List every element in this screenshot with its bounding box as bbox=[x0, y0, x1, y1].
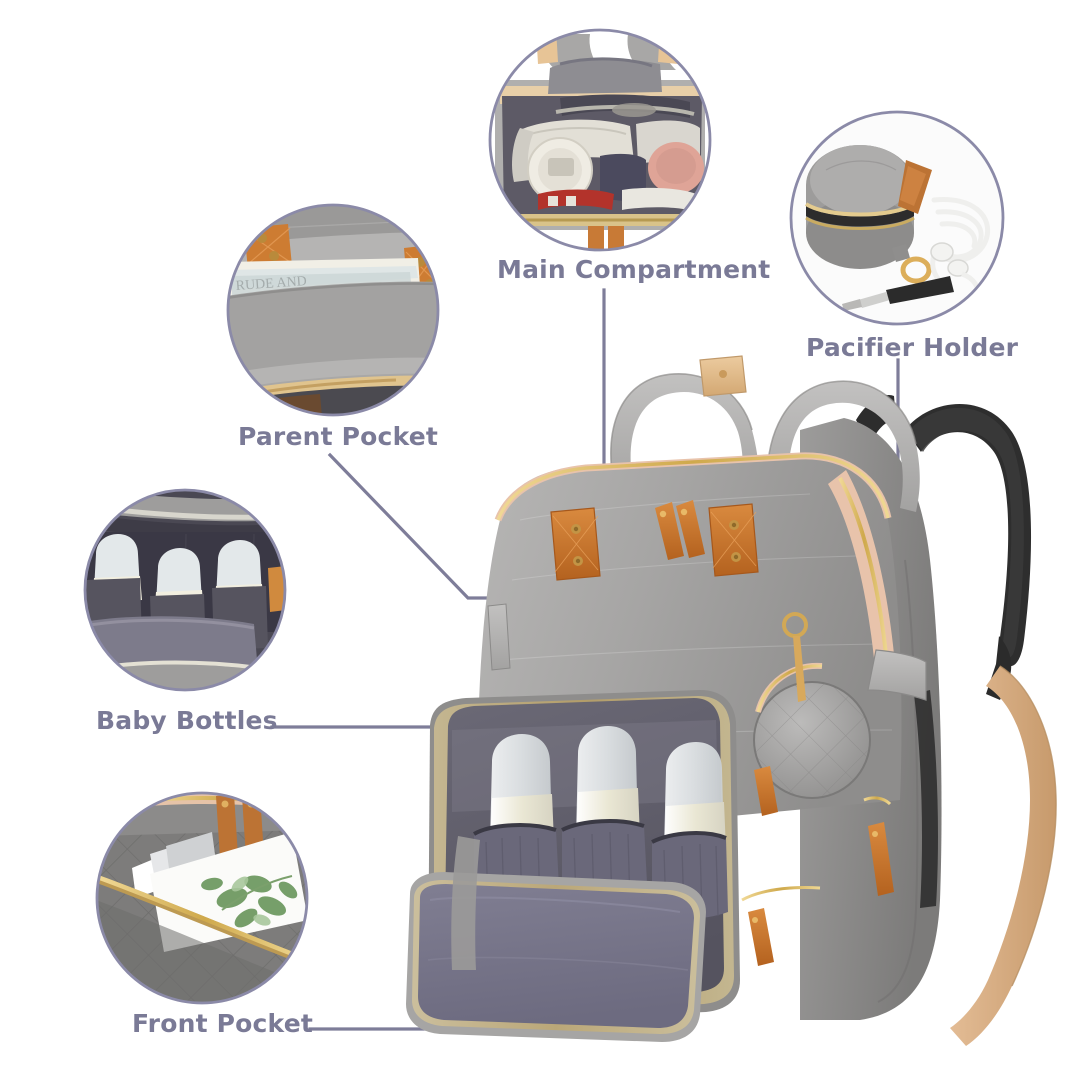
label-baby-bottles: Baby Bottles bbox=[96, 706, 278, 735]
label-main-compartment: Main Compartment bbox=[497, 255, 771, 284]
circle-outline-parent-pocket bbox=[226, 203, 440, 417]
side-main-zipper bbox=[828, 470, 896, 680]
circle-outline-pacifier-holder bbox=[789, 110, 1005, 326]
label-pacifier-holder: Pacifier Holder bbox=[806, 333, 1019, 362]
circle-photo-pacifier-holder bbox=[791, 112, 1003, 324]
side-pacifier-pouch[interactable] bbox=[753, 612, 871, 816]
side-zipper-pulls[interactable] bbox=[741, 796, 894, 966]
circle-outline-main-compartment bbox=[488, 28, 712, 252]
circle-outline-baby-bottles bbox=[83, 488, 287, 692]
main-zipper bbox=[494, 452, 892, 560]
product-backpack bbox=[406, 355, 1057, 1046]
label-parent-pocket: Parent Pocket bbox=[238, 422, 439, 451]
circle-outlines bbox=[83, 28, 1005, 1005]
circle-photo-parent-pocket: RUDE AND bbox=[228, 205, 438, 415]
front-flap[interactable] bbox=[406, 872, 706, 1042]
botanical-print bbox=[201, 875, 298, 928]
circle-photo-baby-bottles bbox=[85, 490, 285, 690]
front-compartment[interactable] bbox=[406, 690, 740, 1042]
circle-photo-front-pocket bbox=[97, 793, 307, 1003]
top-carry-handles bbox=[610, 355, 920, 512]
circle-outline-front-pocket bbox=[95, 791, 309, 1005]
leather-rivet-tabs bbox=[550, 503, 759, 581]
label-front-pocket: Front Pocket bbox=[132, 1009, 314, 1038]
